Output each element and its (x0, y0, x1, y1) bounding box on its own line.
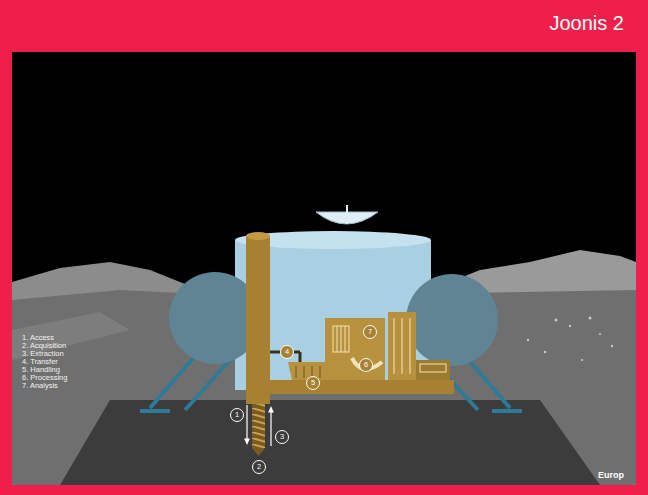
callout-number: 7 (364, 326, 376, 338)
legend-item: 3. Extraction (22, 350, 64, 358)
rocks (527, 317, 613, 362)
figure-title: Joonis 2 (550, 11, 625, 35)
callout-number: 2 (253, 461, 265, 473)
callout-number: 5 (307, 377, 319, 389)
callout-number: 4 (281, 346, 293, 358)
shadow (60, 400, 600, 485)
ground (12, 312, 130, 360)
callout-ring (360, 359, 373, 372)
callout-number: 3 (276, 431, 288, 443)
callout-ring (253, 461, 266, 474)
legend-item: 1. Access (22, 334, 54, 342)
callout-ring (307, 377, 320, 390)
callout-ring (276, 431, 289, 444)
legend-item: 4. Transfer (22, 358, 58, 366)
callout-ring (364, 326, 377, 339)
instrument-deck (270, 312, 454, 394)
callout-ring (281, 346, 294, 359)
legend-item: 2. Acquisition (22, 342, 66, 350)
callout-number: 6 (360, 359, 372, 371)
callout-number: 1 (231, 409, 243, 421)
legend-item: 6. Processing (22, 374, 67, 382)
legend-item: 7. Analysis (22, 382, 58, 390)
legend-item: 5. Handling (22, 366, 60, 374)
drill (246, 232, 300, 456)
motion-arrows (247, 405, 271, 446)
credit-text: Europ (598, 470, 624, 481)
callout-ring (231, 409, 244, 422)
sky (12, 52, 636, 485)
fuel-tank (406, 274, 498, 366)
